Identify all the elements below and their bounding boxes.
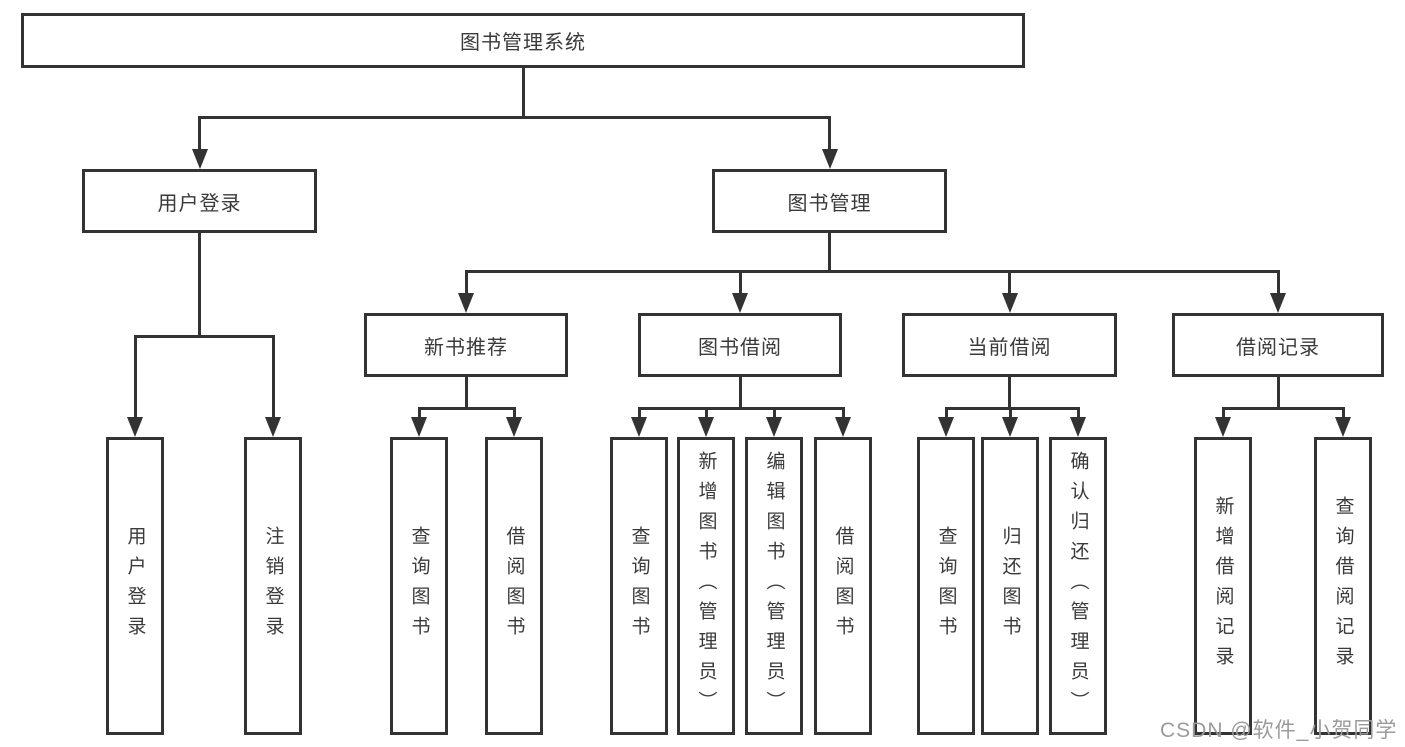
connector-arm-current-borrow [1008,270,1011,296]
leaf-return-books-label: 归还图书 [999,526,1021,646]
leaf-recommend-query-books-label: 查询图书 [408,526,430,646]
leaf-confirm-return-admin-label: 确认归还（管理员） [1067,451,1089,721]
connector-arm-leaf-11 [1076,407,1080,420]
connector-root-stem [521,68,525,119]
node-new-books-label: 新书推荐 [424,336,508,359]
arrow-down-icon [1002,417,1018,437]
node-current-borrow-label: 当前借阅 [967,336,1052,359]
node-new-books: 新书推荐 [364,313,568,377]
connector-arm-leaf-5 [637,407,641,420]
leaf-current-query-books-label: 查询图书 [935,526,957,646]
connector-arm-leaf-3 [417,407,421,420]
arrow-down-icon [265,417,281,437]
arrow-down-icon [732,293,748,313]
connector-arm-user-login [198,116,201,152]
arrow-down-icon [938,417,954,437]
node-root-label: 图书管理系统 [460,32,586,54]
leaf-borrow-query-books: 查询图书 [610,437,668,735]
connector-login-bus [133,335,275,338]
node-root: 图书管理系统 [21,13,1025,68]
watermark-text: CSDN @软件_小贺同学 [1160,719,1398,742]
arrow-down-icon [127,417,143,437]
arrow-down-icon [191,149,208,169]
leaf-borrow-books-label: 借阅图书 [832,526,854,646]
leaf-add-borrow-record: 新增借阅记录 [1194,437,1252,735]
arrow-down-icon [458,293,474,313]
node-book-mgmt: 图书管理 [712,169,947,233]
leaf-recommend-borrow-books: 借阅图书 [485,437,543,735]
connector-arm-login-2 [271,335,275,420]
connector-records-stem [1276,374,1280,410]
leaf-user-login-label: 用户登录 [124,526,146,646]
leaf-recommend-borrow-books-label: 借阅图书 [503,526,525,646]
node-book-mgmt-label: 图书管理 [787,192,872,215]
leaf-edit-books-admin: 编辑图书（管理员） [745,437,803,735]
connector-arm-login-1 [133,335,137,420]
connector-login-stem [198,232,201,338]
connector-arm-leaf-12 [1221,407,1225,420]
connector-arm-borrow-records [1276,270,1280,296]
connector-arm-new-books [464,270,468,296]
connector-newbooks-stem [464,374,468,410]
connector-arm-book-borrow [738,270,742,296]
leaf-user-login: 用户登录 [106,437,164,735]
leaf-logout-label: 注销登录 [262,526,284,646]
leaf-query-borrow-record: 查询借阅记录 [1314,437,1372,735]
arrow-down-icon [411,417,427,437]
arrow-down-icon [1335,417,1351,437]
connector-arm-leaf-13 [1341,407,1345,420]
leaf-borrow-books: 借阅图书 [814,437,872,735]
connector-records-bus [1221,407,1343,410]
arrow-down-icon [1215,417,1231,437]
arrow-down-icon [821,149,838,169]
arrow-down-icon [506,417,522,437]
connector-arm-leaf-9 [944,407,948,420]
arrow-down-icon [698,417,714,437]
connector-arm-leaf-4 [512,407,516,420]
arrow-down-icon [1070,417,1086,437]
connector-arm-leaf-6 [704,407,708,420]
node-borrow-records: 借阅记录 [1172,313,1384,377]
node-book-borrow-label: 图书借阅 [698,336,782,359]
node-user-login: 用户登录 [82,169,317,233]
leaf-confirm-return-admin: 确认归还（管理员） [1049,437,1107,735]
leaf-add-books-admin: 新增图书（管理员） [677,437,735,735]
connector-arm-leaf-8 [841,407,845,420]
leaf-recommend-query-books: 查询图书 [390,437,448,735]
leaf-edit-books-admin-label: 编辑图书（管理员） [763,451,785,721]
leaf-add-borrow-record-label: 新增借阅记录 [1212,496,1234,676]
connector-arm-book-mgmt [828,116,831,152]
leaf-borrow-query-books-label: 查询图书 [628,526,650,646]
leaf-return-books: 归还图书 [981,437,1039,735]
connector-mgmt-stem [828,232,831,273]
arrow-down-icon [1001,293,1018,313]
connector-arm-leaf-7 [772,407,776,420]
connector-borrow-bus [637,407,843,410]
node-user-login-label: 用户登录 [157,192,242,215]
node-book-borrow: 图书借阅 [638,313,842,377]
connector-arm-leaf-10 [1008,407,1012,420]
leaf-logout: 注销登录 [244,437,302,735]
leaf-add-books-admin-label: 新增图书（管理员） [695,451,717,721]
arrow-down-icon [835,417,851,437]
connector-level3-bus [464,270,1279,273]
node-current-borrow: 当前借阅 [902,313,1117,377]
connector-level2-bus [198,116,831,119]
connector-borrow-stem [738,374,742,410]
connector-current-stem [1008,374,1011,410]
arrow-down-icon [1270,293,1286,313]
arrow-down-icon [631,417,647,437]
connector-newbooks-bus [417,407,514,410]
arrow-down-icon [766,417,782,437]
node-borrow-records-label: 借阅记录 [1236,336,1320,359]
leaf-query-borrow-record-label: 查询借阅记录 [1332,496,1354,676]
leaf-current-query-books: 查询图书 [917,437,975,735]
